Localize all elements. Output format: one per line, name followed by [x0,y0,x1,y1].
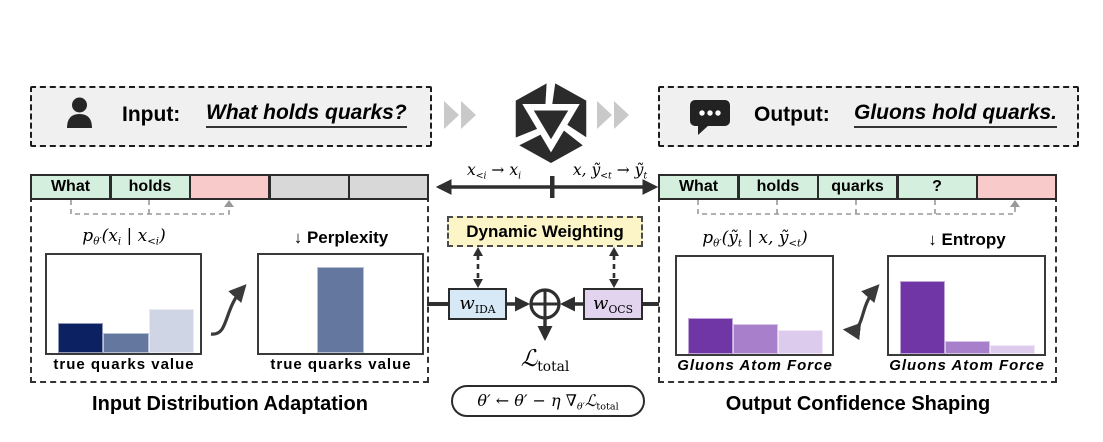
curved-arrow-icon [210,284,247,336]
dashed-double-arrow [473,247,483,288]
bar [149,309,194,353]
context-bracket-right [697,200,1020,215]
entropy-title: ↓ Entropy [928,230,1006,249]
plus-circle-combiner [505,288,585,341]
bar [317,267,364,353]
model-logo-icon [510,80,591,163]
perplexity-chart [257,253,424,355]
ida-loss-line [427,302,449,306]
ocs-distribution-title: pθ′(ỹt | x, ỹ<t) [702,228,808,250]
token-cell: What [32,176,109,198]
entropy-xlabel: Gluons Atom Force [889,357,1045,374]
dynamic-weighting-box: Dynamic Weighting [447,216,643,247]
bar [778,330,823,354]
perplexity-xlabel: true quarks value [270,356,412,373]
token-cell: holds [111,176,189,198]
token-cell-masked [191,176,268,198]
ocs-loss-line [641,302,659,306]
fast-forward-icon [444,101,476,129]
token-cell: What [660,176,737,198]
token-cell: ? [898,176,976,198]
token-cell-masked [978,176,1055,198]
ocs-distribution-chart [675,255,834,356]
fast-forward-icon [597,101,629,129]
output-box: Output: Gluons hold quarks. [658,86,1079,147]
input-text: What holds quarks? [206,101,407,128]
person-icon [67,97,92,128]
teacher-forcing-arrow [435,176,659,198]
output-label: Output: [754,103,830,126]
output-text: Gluons hold quarks. [854,101,1058,128]
bar [58,323,103,353]
w-ocs-box: wOCS [583,288,643,320]
input-box: Input: What holds quarks? [30,86,432,147]
token-cell-future [270,176,348,198]
w-ida-box: wIDA [448,288,507,320]
perplexity-title: ↓ Perplexity [293,228,389,247]
context-bracket-left [70,200,234,215]
total-loss-label: ℒtotal [520,346,570,375]
token-cell: holds [739,176,817,198]
bar [103,333,149,353]
ida-distribution-chart [45,253,202,355]
output-token-row: What holds quarks ? [658,174,1057,200]
ida-distribution-title: pθ′(xi | x<i) [82,226,166,248]
output-flow-math: x, ỹ<t → ỹt [572,161,648,182]
bar [900,281,945,354]
bar [733,324,778,354]
token-cell-future [350,176,427,198]
chat-bubble-icon [690,100,730,135]
input-flow-math: x<i → xi [466,161,522,182]
double-curved-arrow-icon [842,284,880,340]
ida-distribution-xlabel: true quarks value [53,356,195,373]
input-label: Input: [122,103,181,126]
update-rule-pill: θ′ ← θ′ − η ∇θ′ℒtotal [451,385,645,417]
dashed-double-arrow [609,247,619,288]
ocs-caption: Output Confidence Shaping [725,393,991,415]
ida-caption: Input Distribution Adaptation [92,393,368,415]
token-cell: quarks [819,176,896,198]
bar [688,318,733,354]
bar [990,345,1035,354]
entropy-chart [887,255,1046,356]
bar [945,341,990,354]
ocs-distribution-xlabel: Gluons Atom Force [677,357,833,374]
input-token-row: What holds [30,174,429,200]
